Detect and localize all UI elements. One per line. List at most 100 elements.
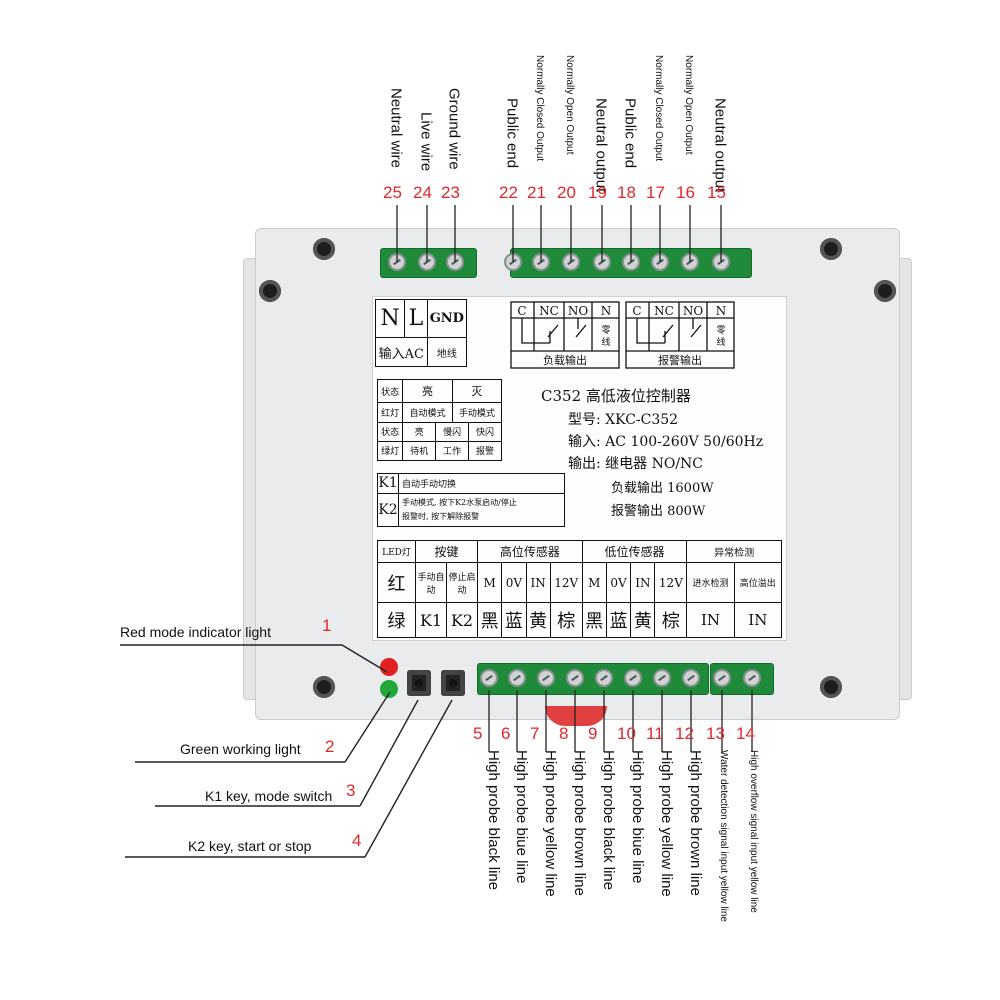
top-terminal-label: Neutral output: [592, 98, 610, 193]
terminal-screw-icon: [624, 669, 642, 687]
input-spec-text: 输入: AC 100-260V 50/60Hz: [568, 434, 764, 450]
relay-header-text: N: [601, 304, 612, 318]
left-callout-number: 2: [325, 737, 335, 756]
relay-header-text: NC: [654, 304, 674, 318]
terminal-screw-icon: [537, 669, 555, 687]
status-cell: 亮: [402, 378, 453, 404]
bottom-terminal-label: High probe brown line: [571, 750, 588, 896]
top-terminal-number: 18: [617, 183, 636, 202]
top-terminal-number: 24: [413, 183, 432, 202]
left-callout-label: K1 key, mode switch: [205, 788, 333, 804]
pin-cell: IN: [525, 562, 551, 603]
top-terminal-number: 21: [527, 183, 546, 202]
input-ac-label: 输入AC: [375, 337, 428, 367]
mount-hole-icon: [259, 280, 281, 302]
k2-button[interactable]: [441, 670, 465, 696]
status-cell: 绿灯: [376, 440, 404, 462]
bottom-terminal-number: 5: [473, 724, 483, 743]
leader-line: [359, 699, 419, 807]
terminal-screw-icon: [508, 669, 526, 687]
mount-hole-icon: [874, 280, 896, 302]
controller-title: C352 高低液位控制器: [541, 387, 691, 405]
bottom-terminal-number: 12: [675, 724, 694, 743]
terminal-screw-icon: [743, 669, 761, 687]
color-cell: 黑: [477, 602, 503, 638]
red-release-tab: [545, 706, 607, 726]
top-terminal-label: Normally Open Output: [564, 55, 575, 155]
bottom-terminal-number: 6: [501, 724, 511, 743]
terminal-screw-icon: [480, 669, 498, 687]
left-callout-number: 1: [322, 616, 332, 635]
svg-text:线: 线: [716, 336, 725, 348]
top-terminal-number: 15: [707, 183, 726, 202]
k2-cell: K2: [446, 602, 479, 638]
keys-header: 按键: [415, 540, 479, 563]
status-cell: 手动模式: [451, 402, 503, 423]
relay-header-text: NO: [568, 304, 589, 318]
green-working-led: [380, 680, 398, 698]
green-cell: 绿: [376, 602, 417, 638]
terminal-screw-icon: [653, 669, 671, 687]
left-callout-label: K2 key, start or stop: [188, 838, 312, 854]
bottom-terminal-label: High overflow signal input yellow line: [748, 750, 759, 913]
bottom-terminal-label: High probe biue line: [513, 750, 530, 884]
bottom-terminal-number: 8: [559, 724, 569, 743]
output-spec-text: 输出: 继电器 NO/NC: [568, 456, 704, 472]
color-cell: 黑: [581, 602, 607, 638]
pin-cell: 0V: [605, 562, 632, 603]
left-callout-number: 4: [352, 831, 362, 850]
color-cell: 黄: [525, 602, 551, 638]
color-cell: 棕: [549, 602, 583, 638]
top-terminal-label: Normally Open Output: [683, 55, 694, 155]
top-terminal-label: Live wire: [417, 112, 435, 172]
status-cell: 自动模式: [402, 402, 453, 423]
top-terminal-number: 23: [441, 183, 460, 202]
relay-header-text: C: [632, 304, 641, 318]
top-terminal-label: Neutral output: [711, 98, 729, 193]
high-over-cell: 高位溢出: [733, 562, 783, 603]
color-cell: 棕: [654, 602, 688, 638]
mount-hole-icon: [313, 676, 335, 698]
status-cell: 状态: [376, 378, 404, 404]
bottom-terminal-label: High probe biue line: [629, 750, 646, 884]
top-terminal-number: 25: [383, 183, 402, 202]
top-terminal-number: 22: [499, 183, 518, 202]
leader-line: [341, 644, 388, 673]
bottom-terminal-label: High probe yellow line: [542, 750, 559, 897]
bottom-terminal-number: 11: [646, 724, 664, 743]
bottom-terminal-number: 13: [706, 724, 725, 743]
left-callout-label: Green working light: [180, 741, 301, 757]
k1-key-label: K1: [377, 473, 399, 494]
top-terminal-number: 17: [646, 183, 665, 202]
top-terminal-label: Public end: [621, 98, 639, 169]
leader-line: [364, 699, 453, 858]
red-mode-indicator-led: [380, 658, 398, 676]
left-callout-label: Red mode indicator light: [120, 624, 271, 640]
status-cell: 待机: [402, 440, 437, 462]
in-cell: IN: [686, 602, 735, 638]
relay-header-text: NC: [539, 304, 559, 318]
pin-cell: 12V: [654, 562, 688, 603]
top-terminal-label: Normally Closed Output: [534, 55, 545, 162]
red-cell: 红: [376, 562, 417, 603]
color-cell: 蓝: [501, 602, 527, 638]
top-terminal-label: Public end: [503, 98, 521, 169]
bottom-terminal-label: Water detection signal input yellow line: [718, 750, 729, 922]
led-status-table: 状态亮灭 红灯自动模式手动模式 状态亮慢闪快闪 绿灯待机工作报警: [376, 378, 503, 462]
status-cell: 报警: [468, 440, 502, 462]
terminal-screw-icon: [566, 669, 584, 687]
svg-text:负载输出: 负载输出: [543, 353, 587, 367]
alarm-power-text: 报警输出 800W: [611, 504, 706, 519]
left-callout-number: 3: [346, 781, 356, 800]
k1-button[interactable]: [407, 670, 431, 696]
bottom-terminal-number: 14: [736, 724, 755, 743]
ground-cn-label: 地线: [426, 337, 468, 367]
pin-cell: 12V: [549, 562, 583, 603]
terminal-screw-icon: [713, 669, 731, 687]
k2-description-line2: 报警时, 按下解除报警: [402, 511, 480, 521]
